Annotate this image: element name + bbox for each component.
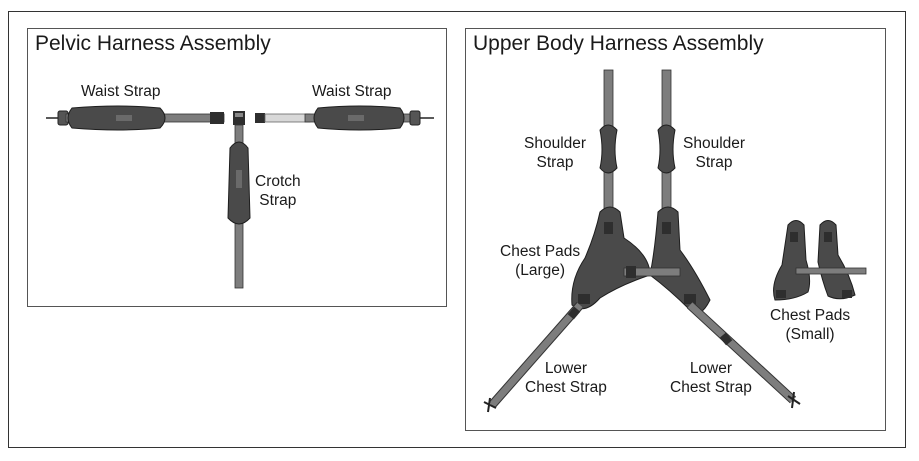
upper-panel-title: Upper Body Harness Assembly xyxy=(473,32,764,55)
waist-strap-right xyxy=(255,105,434,131)
label-crotch-strap: Crotch Strap xyxy=(255,173,301,209)
lower-chest-strap-right xyxy=(686,301,801,409)
shoulder-strap-right xyxy=(657,69,676,221)
chest-pad-large-right xyxy=(649,206,711,314)
label-shoulder-strap-left: Shoulder Strap xyxy=(524,135,587,171)
shoulder-strap-left xyxy=(599,69,618,221)
lower-chest-strap-left xyxy=(483,302,584,413)
waist-strap-left xyxy=(46,105,225,131)
chest-pads-small xyxy=(773,220,867,301)
label-waist-strap-left: Waist Strap xyxy=(81,83,161,100)
chest-pad-large-left xyxy=(571,206,651,310)
center-buckle xyxy=(233,111,245,125)
chest-pad-connector-strap xyxy=(623,266,681,278)
label-waist-strap-right: Waist Strap xyxy=(312,83,392,100)
label-chest-pads-small: Chest Pads (Small) xyxy=(770,307,851,343)
label-chest-pads-large: Chest Pads (Large) xyxy=(500,243,581,279)
crotch-strap xyxy=(227,124,251,289)
label-shoulder-strap-right: Shoulder Strap xyxy=(683,135,746,171)
figure-frame xyxy=(8,11,906,448)
pelvic-panel-title: Pelvic Harness Assembly xyxy=(35,32,271,55)
label-lower-chest-strap-right: Lower Chest Strap xyxy=(670,360,752,396)
label-lower-chest-strap-left: Lower Chest Strap xyxy=(525,360,607,396)
